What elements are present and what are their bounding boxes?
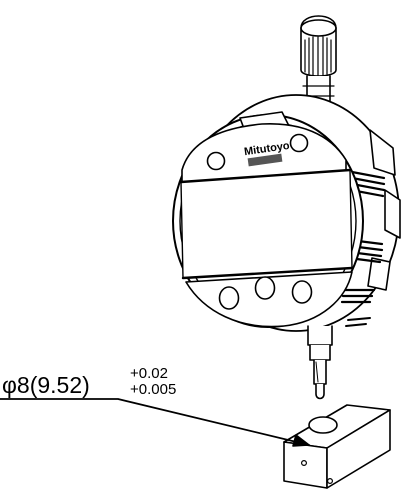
lower-tolerance: +0.005 [130,381,177,398]
workpiece-block [283,404,391,489]
lifting-cap [300,15,337,107]
bore-hole [308,416,338,434]
lcd-display [179,168,354,280]
lower-panel [185,271,353,328]
dimension-leader [0,398,310,447]
upper-panel [181,123,347,183]
upper-tolerance: +0.02 [130,365,168,382]
button-left [218,286,240,310]
upper-left-button [206,151,226,171]
button-center [254,276,276,300]
dimension-label: φ8(9.52) [2,372,90,398]
spindle-stem [307,325,333,400]
brand-plate [247,153,283,167]
button-right [291,280,313,304]
upper-right-button [289,133,309,153]
